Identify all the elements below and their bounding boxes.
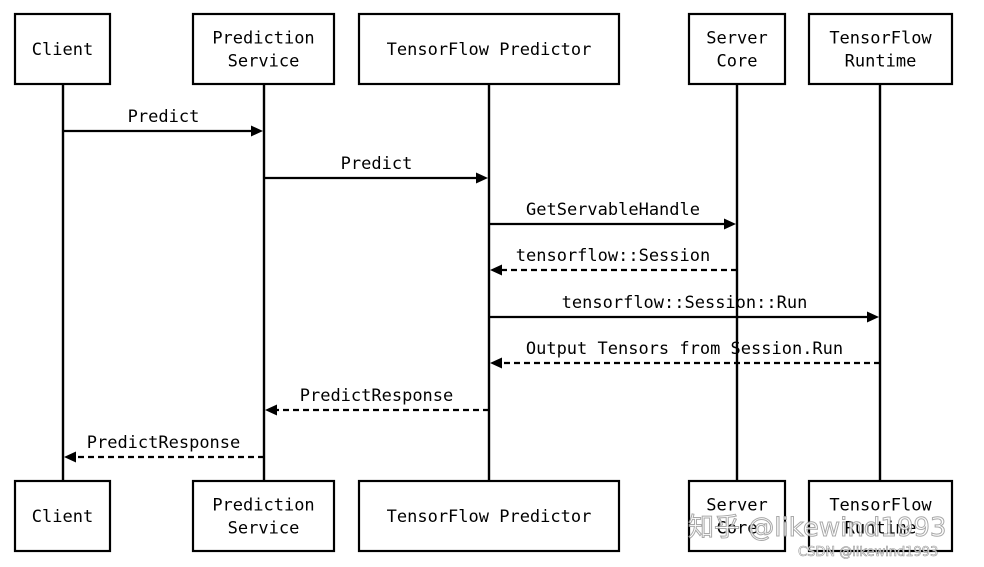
participant-box <box>687 479 787 553</box>
message-6: Output Tensors from Session.Run <box>490 339 880 369</box>
message-label: PredictResponse <box>300 386 454 406</box>
message-label: tensorflow::Session::Run <box>562 293 808 313</box>
message-7: PredictResponse <box>265 386 489 416</box>
participant-box <box>191 479 336 553</box>
participant-label: Client <box>32 507 93 527</box>
arrowhead <box>490 357 502 369</box>
participant-top-client: Client <box>13 12 112 86</box>
participant-box <box>807 12 954 86</box>
participant-box <box>687 12 787 86</box>
participant-box <box>807 479 954 553</box>
participant-label: Prediction <box>212 29 314 49</box>
participant-label: TensorFlow <box>829 29 932 49</box>
message-label: Predict <box>128 107 200 127</box>
participant-label: Client <box>32 40 93 60</box>
arrowhead <box>476 172 488 184</box>
arrowhead <box>490 264 502 276</box>
lifelines <box>61 84 882 481</box>
participant-label: Core <box>717 52 758 72</box>
participant-label: Runtime <box>845 52 917 72</box>
participant-top-tensorflow-predictor: TensorFlow Predictor <box>357 12 621 86</box>
arrowhead <box>64 451 76 463</box>
message-2: Predict <box>264 154 488 184</box>
participant-label: Service <box>228 519 300 539</box>
participant-bottom-client: Client <box>13 479 112 553</box>
participant-label: TensorFlow Predictor <box>387 40 592 60</box>
participant-label: Server <box>706 29 767 49</box>
participant-box <box>357 479 621 553</box>
watermark-zhihu: 知乎 @likewind1993 <box>688 513 946 543</box>
participant-bottom-tensorflow-predictor: TensorFlow Predictor <box>357 479 621 553</box>
participant-label: Server <box>706 496 767 516</box>
participant-box <box>13 12 112 86</box>
participant-label: Prediction <box>212 496 314 516</box>
message-label: PredictResponse <box>87 433 241 453</box>
message-4: tensorflow::Session <box>490 246 737 276</box>
arrowhead <box>265 404 277 416</box>
watermark-csdn: CSDN @likewind1993 <box>798 545 938 560</box>
watermark: 知乎 @likewind1993 CSDN @likewind1993 <box>688 513 947 561</box>
participant-label: TensorFlow Predictor <box>387 507 592 527</box>
arrowhead <box>724 218 736 230</box>
participant-box <box>357 12 621 86</box>
message-label: Output Tensors from Session.Run <box>526 339 843 359</box>
message-5: tensorflow::Session::Run <box>489 293 879 323</box>
message-3: GetServableHandle <box>489 200 736 230</box>
message-1: Predict <box>63 107 263 137</box>
participant-label: Runtime <box>845 519 917 539</box>
participant-box <box>191 12 336 86</box>
message-label: GetServableHandle <box>526 200 700 220</box>
message-label: Predict <box>341 154 413 174</box>
participant-label: Service <box>228 52 300 72</box>
message-label: tensorflow::Session <box>516 246 710 266</box>
arrowhead <box>867 311 879 323</box>
message-8: PredictResponse <box>64 433 264 463</box>
participant-label: Core <box>717 519 758 539</box>
participant-label: TensorFlow <box>829 496 932 516</box>
arrowhead <box>251 125 263 137</box>
messages: PredictPredictGetServableHandletensorflo… <box>63 107 880 463</box>
participant-box <box>13 479 112 553</box>
